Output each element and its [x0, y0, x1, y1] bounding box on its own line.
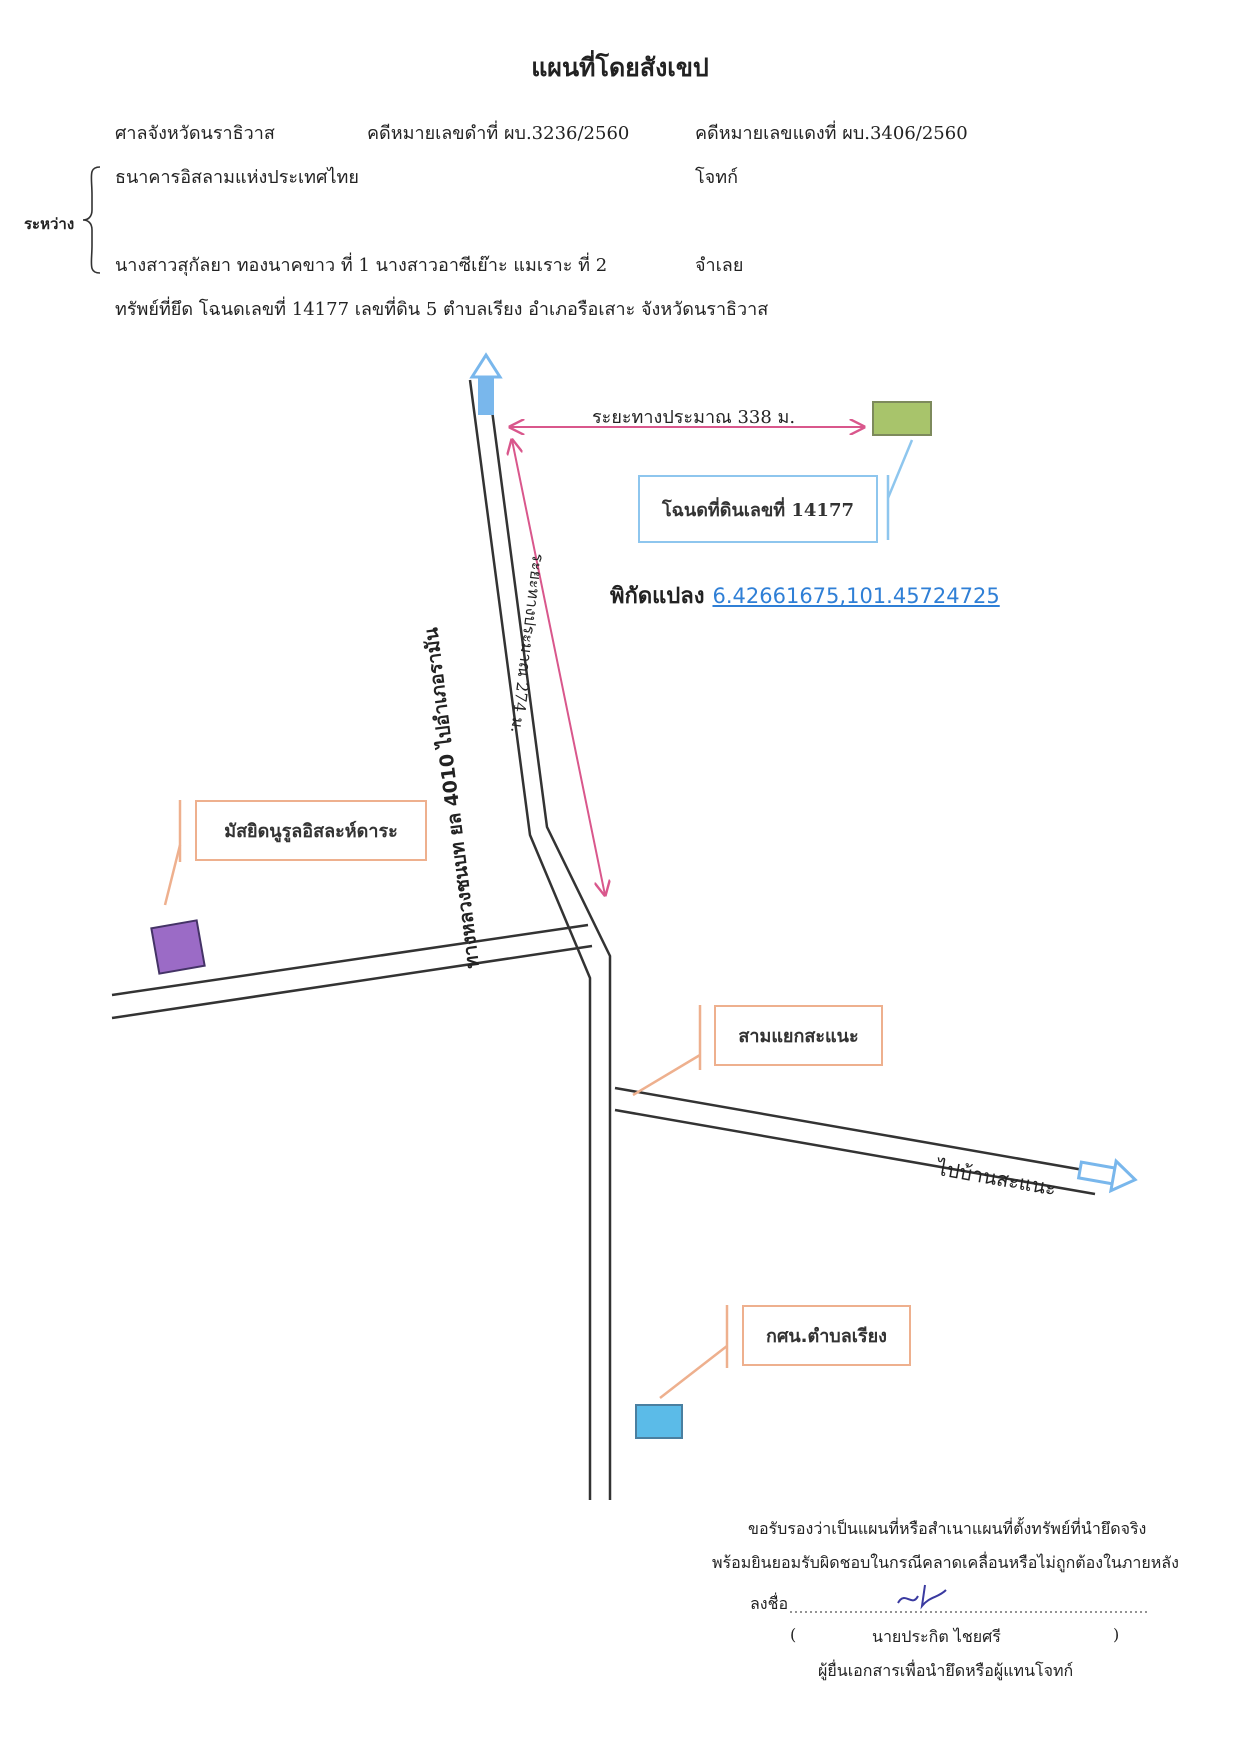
signer-position: ผู้ยื่นเอกสารเพื่อนำยึดหรือผู้แทนโจทก์ [818, 1661, 1074, 1680]
parcel-marker [872, 401, 932, 436]
plaintiff-name: ธนาคารอิสลามแห่งประเทศไทย [115, 167, 359, 188]
seized-property: ทรัพย์ที่ยึด โฉนดเลขที่ 14177 เลขที่ดิน … [115, 299, 769, 320]
vertical-distance-line [512, 440, 605, 895]
name-open-paren: ( [790, 1625, 797, 1644]
parcel-callout: โฉนดที่ดินเลขที่ 14177 [638, 475, 878, 543]
sign-label: ลงชื่อ [750, 1594, 789, 1613]
horizontal-distance-label: ระยะทางประมาณ 338 ม. [592, 407, 796, 428]
mosque-marker [150, 919, 206, 975]
coordinate-line: พิกัดแปลง 6.42661675,101.45724725 [610, 578, 1000, 613]
court-name: ศาลจังหวัดนราธิวาส [115, 123, 275, 144]
parcel-callout-label: โฉนดที่ดินเลขที่ 14177 [661, 499, 855, 521]
main-road-right-edge [486, 379, 612, 1500]
west-road-bottom-edge [111, 944, 593, 1020]
junction-callout-leader [632, 1053, 701, 1097]
between-label: ระหว่าง [24, 215, 75, 233]
page-title: แผนที่โดยสังเขป [531, 53, 709, 82]
coordinate-link[interactable]: 6.42661675,101.45724725 [712, 584, 1000, 608]
name-close-paren: ) [1113, 1625, 1120, 1644]
school-callout-label: กศน.ตำบลเรียง [766, 1326, 887, 1347]
defendant-names: นางสาวสุกัลยา ทองนาคขาว ที่ 1 นางสาวอาซี… [115, 255, 608, 276]
certification-line-1: ขอรับรองว่าเป็นแผนที่หรือสำเนาแผนที่ตั้ง… [748, 1519, 1147, 1538]
plaintiff-role: โจทก์ [695, 167, 738, 188]
east-direction-arrow-icon [1076, 1158, 1138, 1194]
main-road-left-edge [468, 379, 592, 1500]
east-road-bottom-edge [614, 1108, 1096, 1196]
black-case-number: คดีหมายเลขดำที่ ผบ.3236/2560 [367, 123, 630, 144]
coordinate-label: พิกัดแปลง [610, 584, 705, 609]
red-case-number: คดีหมายเลขแดงที่ ผบ.3406/2560 [695, 123, 968, 144]
west-road-top-edge [111, 923, 589, 997]
east-road-top-edge [614, 1086, 1096, 1174]
mosque-callout-label: มัสยิดนูรูลอิสละห์ดาระ [224, 821, 398, 842]
junction-callout-label: สามแยกสะแนะ [738, 1026, 859, 1047]
handwritten-signature [897, 1584, 947, 1610]
mosque-callout: มัสยิดนูรูลอิสละห์ดาระ [195, 800, 427, 861]
school-callout-leader [659, 1345, 728, 1399]
signer-name: นายประกิต ไชยศรี [872, 1627, 1001, 1646]
school-marker [635, 1404, 683, 1439]
school-callout: กศน.ตำบลเรียง [742, 1305, 911, 1366]
north-direction-arrow-icon [469, 352, 503, 415]
junction-callout: สามแยกสะแนะ [714, 1005, 883, 1066]
parcel-callout-leader [886, 439, 914, 499]
mosque-callout-leader [163, 844, 182, 906]
defendant-role: จำเลย [695, 255, 744, 276]
certification-line-2: พร้อมยินยอมรับผิดชอบในกรณีคลาดเคลื่อนหรื… [712, 1553, 1179, 1572]
curly-brace [82, 165, 102, 275]
